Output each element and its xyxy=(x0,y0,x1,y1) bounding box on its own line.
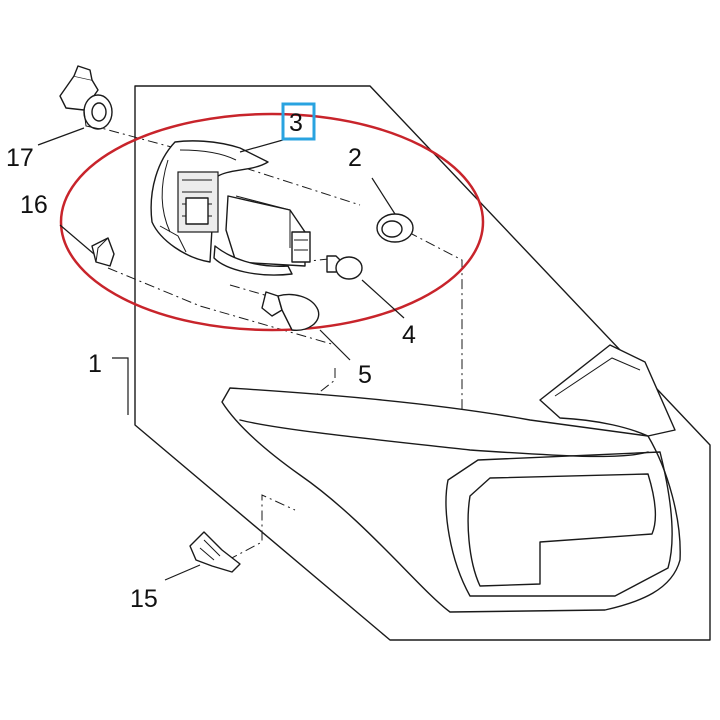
part-label-15: 15 xyxy=(130,585,158,613)
part-label-1: 1 xyxy=(88,350,102,378)
part-label-2: 2 xyxy=(348,144,362,172)
part-label-3: 3 xyxy=(289,109,303,137)
tail-lamp-part-1 xyxy=(221,344,681,613)
highlight-box-part-3 xyxy=(281,102,316,141)
gasket-part-2 xyxy=(376,213,414,243)
bulb-part-4 xyxy=(326,255,363,280)
part-label-4: 4 xyxy=(402,321,416,349)
part-label-16: 16 xyxy=(20,191,48,219)
highlight-ellipse xyxy=(59,112,485,332)
bulb-holder-part-3 xyxy=(150,140,311,276)
part-label-5: 5 xyxy=(358,361,372,389)
part-label-17: 17 xyxy=(6,144,34,172)
bulb-part-5 xyxy=(261,291,320,331)
clip-part-16 xyxy=(91,237,115,267)
assembly-outline xyxy=(134,85,711,641)
retainer-part-15 xyxy=(189,531,241,573)
socket-part-17 xyxy=(59,65,113,130)
